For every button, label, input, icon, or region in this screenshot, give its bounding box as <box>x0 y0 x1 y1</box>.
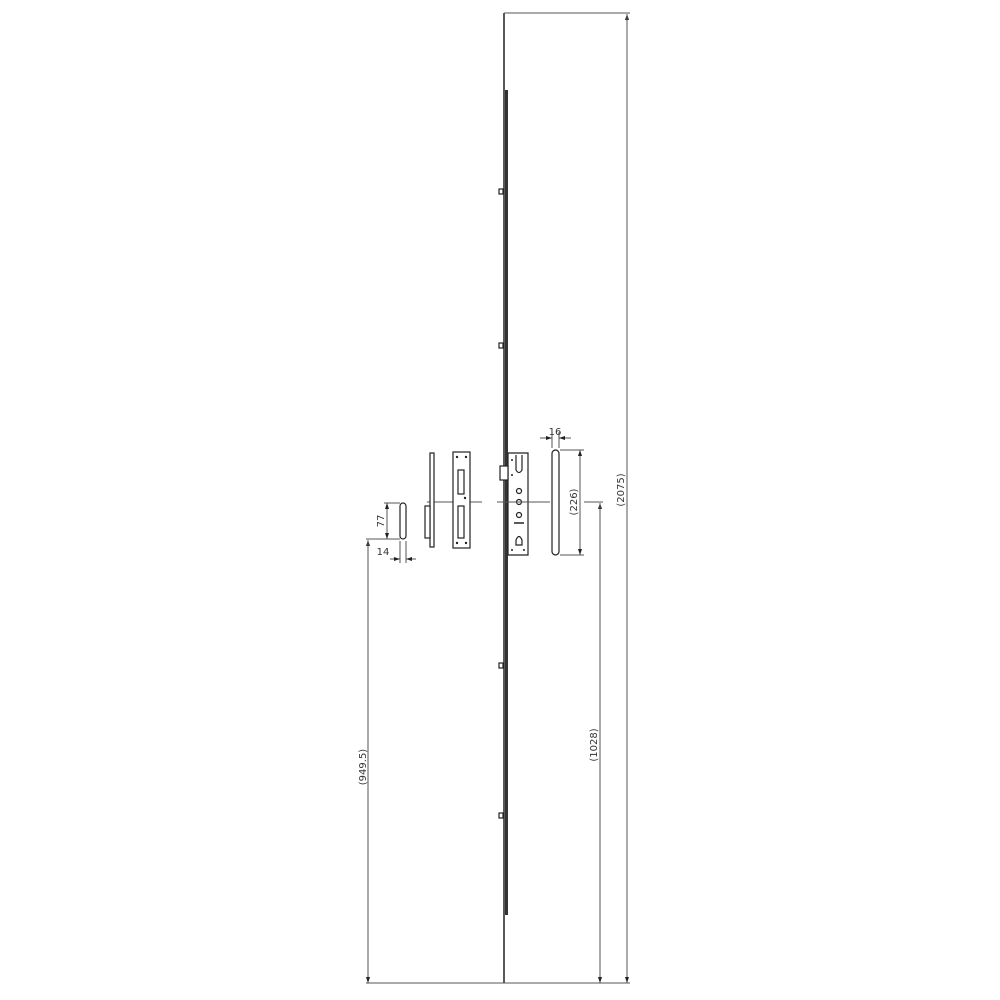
dimension-949-5: (949.5) <box>358 540 370 983</box>
svg-text:(949.5): (949.5) <box>358 749 369 786</box>
svg-text:(2075): (2075) <box>616 473 627 506</box>
keeper-strip <box>424 452 435 548</box>
pull-plate <box>551 449 560 556</box>
dimension-226: (226) <box>560 449 584 556</box>
dimension-14: 14 <box>377 541 416 563</box>
strike-plate <box>452 451 471 549</box>
dimension-16: 16 <box>540 427 571 448</box>
rod-tab <box>498 188 504 195</box>
dimension-77: 77 <box>366 502 400 540</box>
cylinder-hole <box>515 535 523 546</box>
svg-text:14: 14 <box>377 547 390 558</box>
svg-text:(1028): (1028) <box>589 728 600 761</box>
rod-tab <box>498 342 504 349</box>
dimension-2075: (2075) <box>504 12 630 983</box>
svg-text:(226): (226) <box>569 488 580 515</box>
svg-text:77: 77 <box>376 515 387 528</box>
rod-tab <box>498 662 504 669</box>
small-keeper <box>399 502 407 540</box>
dimension-1028: (1028) <box>589 503 602 983</box>
latch <box>499 465 509 481</box>
lock-rod <box>498 13 508 983</box>
svg-text:16: 16 <box>549 427 562 438</box>
lock-case <box>499 452 529 556</box>
rod-tab <box>498 812 504 819</box>
